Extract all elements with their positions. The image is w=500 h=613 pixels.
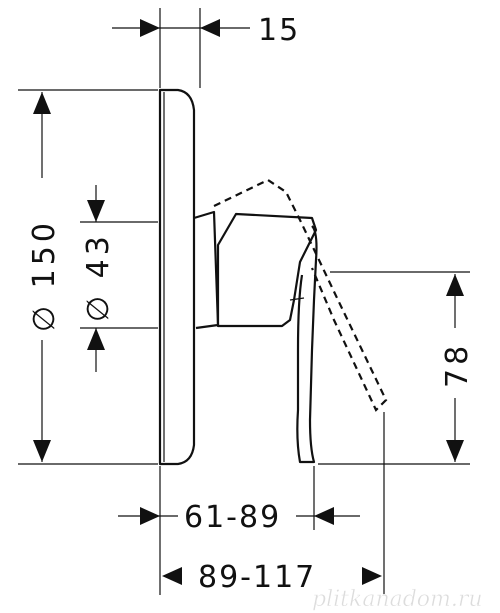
arrow-right xyxy=(140,507,160,525)
dim-61-89-label: 61-89 xyxy=(184,500,281,535)
dim-15-label: 15 xyxy=(258,13,300,48)
extension-lines xyxy=(18,8,470,595)
dim-43-label: ∅ 43 xyxy=(81,232,116,322)
arrow-down xyxy=(87,200,105,222)
arrow-up xyxy=(87,328,105,350)
wall-plate xyxy=(158,88,196,466)
dim-89-117-label: 89-117 xyxy=(198,560,316,595)
arrow-left xyxy=(162,567,182,585)
dim-78: 78 xyxy=(440,274,475,462)
arrow-down xyxy=(33,440,51,462)
dim-89-117: 89-117 xyxy=(162,560,382,595)
arrow-up xyxy=(33,92,51,114)
dim-61-89: 61-89 xyxy=(118,500,360,535)
dim-43: ∅ 43 xyxy=(81,185,116,372)
watermark-text: plitkanadom.ru xyxy=(312,587,483,612)
arrow-left xyxy=(200,19,220,37)
arrow-up xyxy=(446,274,464,296)
arrow-left xyxy=(314,507,334,525)
arrow-right xyxy=(362,567,382,585)
dim-15: 15 xyxy=(112,13,300,48)
arrow-down xyxy=(446,440,464,462)
mixer-body xyxy=(193,210,318,464)
dim-150: ∅ 150 xyxy=(27,92,62,462)
dim-78-label: 78 xyxy=(440,342,475,388)
arrow-right xyxy=(140,19,160,37)
dim-150-label: ∅ 150 xyxy=(27,219,62,332)
